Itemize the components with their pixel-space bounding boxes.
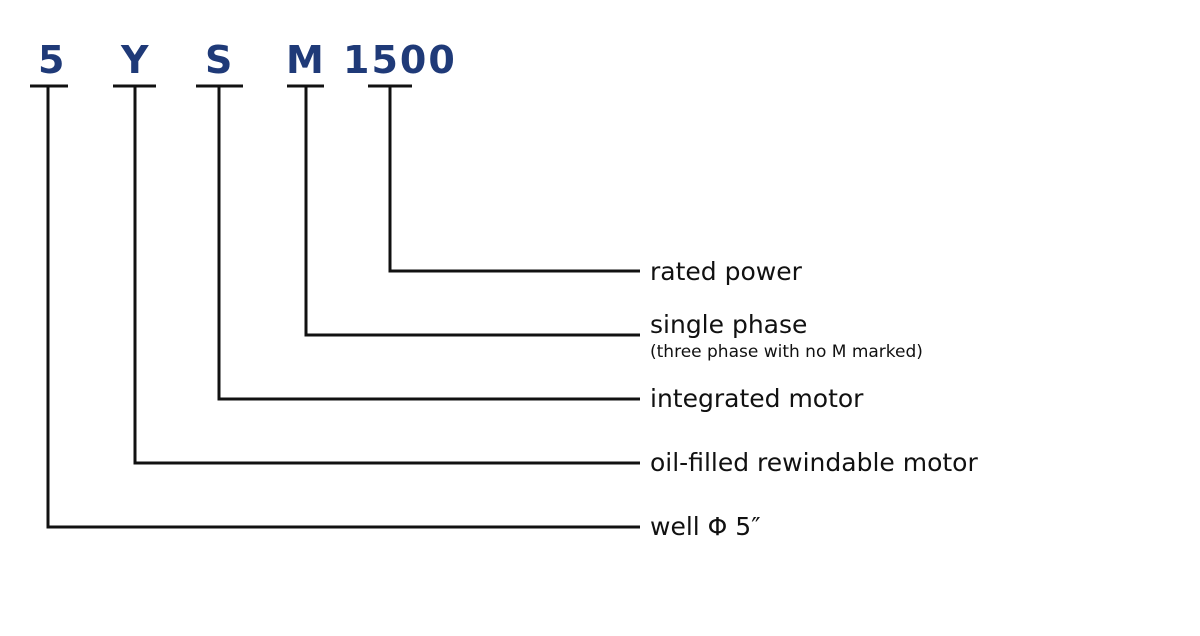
code-part-s: S	[205, 38, 235, 82]
label-well: well Φ 5″	[650, 512, 761, 541]
code-part-y: Y	[121, 38, 151, 82]
label-oil-filled: oil-filled rewindable motor	[650, 448, 978, 477]
label-single-phase-note: (three phase with no M marked)	[650, 342, 923, 362]
connector-rated-power	[388, 86, 640, 273]
connector-single-phase	[304, 86, 640, 337]
code-part-1500: 1500	[343, 38, 457, 82]
label-integrated-motor: integrated motor	[650, 384, 864, 413]
connector-integrated-motor	[217, 86, 640, 401]
label-single-phase: single phase	[650, 310, 808, 339]
code-part-5: 5	[38, 38, 67, 82]
connector-well	[46, 86, 640, 529]
label-rated-power: rated power	[650, 257, 802, 286]
connector-oil-filled	[133, 86, 640, 465]
code-part-m: M	[286, 38, 326, 82]
